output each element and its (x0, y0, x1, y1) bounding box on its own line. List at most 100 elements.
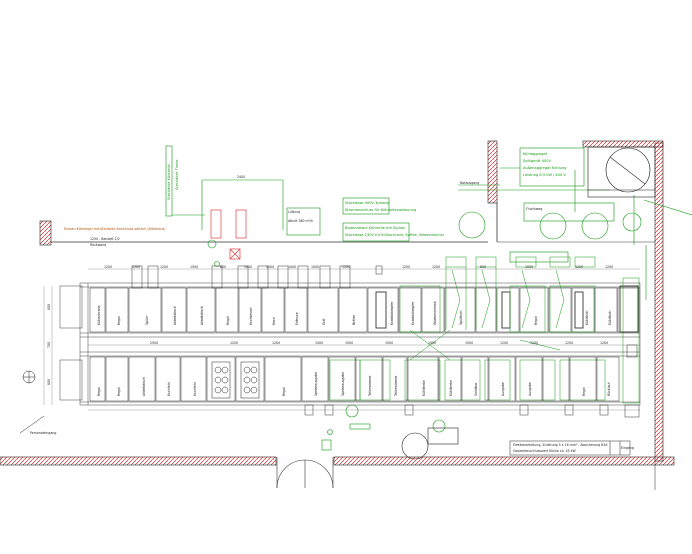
drain-circle (401, 427, 459, 460)
dim-top: 1500 (190, 265, 198, 269)
dim-mid: 1500 (428, 341, 436, 345)
green-equipment-overlay (329, 256, 640, 404)
top-equipment-row (89, 265, 640, 333)
red-marker (210, 209, 247, 260)
bottom-right-note-1: Elektroverteilung, Zuleitung 5 x 16 mm² … (513, 443, 608, 447)
vertical-note-mid: Steckdose Theke (175, 159, 179, 190)
dim-top: 1000 (266, 265, 274, 269)
top-item-label: Arbeitstisch (200, 306, 204, 325)
bottom-item-label: Regal (282, 387, 286, 396)
left-label: Rückwand (90, 243, 106, 247)
bottom-item-label: Regal (582, 387, 586, 396)
dim-top: 1200 (575, 265, 583, 269)
bottom-item-label: Ausgabe (501, 382, 505, 396)
wall-left-stub (39, 220, 52, 246)
dim-mid: 1500 (345, 341, 353, 345)
dim-top: 1200 (132, 265, 140, 269)
dim-top: 1200 (342, 265, 350, 269)
dim-top: 1200 (432, 265, 440, 269)
bottom-item-label: Ausgabe (528, 382, 532, 396)
dim-top: 800 (220, 265, 226, 269)
dim-mid: 1500 (385, 341, 393, 345)
dim-mid: 1500 (315, 341, 323, 345)
dim-top: 1200 (104, 265, 112, 269)
cooktops (211, 361, 260, 399)
dim-mid: 1200 (530, 341, 538, 345)
note-box-a: Lüftung (288, 210, 300, 214)
dim-top: 1000 (288, 265, 296, 269)
top-item-label: Regal (534, 316, 538, 325)
top-item-label: Regal (226, 316, 230, 325)
top-item-label: Kombidämpfer (390, 301, 394, 325)
dim-mid: 1200 (500, 341, 508, 345)
right-note-3: Außenaggregat Kühlung (523, 166, 566, 170)
center-note-1: Steckdose 400V 3phasig (345, 201, 389, 205)
top-span-dim: 2400 (237, 175, 245, 179)
bottom-item-label: Kochfeld (167, 382, 171, 396)
top-item-label: Kühltisch (585, 311, 589, 325)
top-item-label: Arbeitstisch (173, 306, 177, 325)
dim-left: 700 (47, 342, 51, 348)
dim-top: 1200 (605, 265, 613, 269)
bottom-right-tag: Eingang (621, 446, 634, 450)
wall-top-right (582, 140, 664, 148)
bottom-row-labels: Regal Regal Arbeitstisch Kochfeld Kochfe… (97, 372, 611, 397)
left-dim-label: 1250 - Bankett 1/2 (90, 237, 120, 241)
bottom-item-label: Speiseausgabe (314, 372, 318, 396)
top-item-label: Regal (117, 316, 121, 325)
top-item-label: Friteuse (295, 312, 299, 325)
dim-mid: 1200 (272, 341, 280, 345)
top-item-label: Kühlschrank (97, 305, 101, 325)
bottom-item-label: Tellerwärmer (368, 375, 372, 397)
electrical-box (509, 440, 656, 490)
wall-bottom-left (0, 456, 277, 466)
dimension-lines (43, 268, 640, 411)
bottom-item-label: Regal (97, 387, 101, 396)
condenser-unit (587, 146, 656, 198)
dim-left: 800 (47, 304, 51, 310)
bottom-item-label: Speiseausgabe (341, 372, 345, 396)
kitchen-frame (59, 282, 641, 406)
note-box-b: Abluft 380 m³/h (288, 219, 313, 223)
bottom-item-label: Kühltheke (422, 380, 426, 396)
top-item-label: Spüle (145, 316, 149, 325)
walls (0, 140, 675, 466)
top-item-label: Wärmeschrank (433, 301, 437, 325)
wall-bottom-right (333, 456, 675, 466)
right-note-2: Splitgerät 400V (523, 159, 552, 163)
dim-top: 1200 (160, 265, 168, 269)
top-item-label: Kochkessel (249, 307, 253, 325)
center-note-2: Stromanschluss für Kühlzellenabtauung (345, 208, 416, 212)
top-item-label: Grill (322, 318, 326, 325)
bottom-item-label: Arbeitstisch (142, 377, 146, 396)
top-row-labels: Kühlschrank Regal Spüle Arbeitstisch Arb… (97, 301, 612, 325)
bottom-left-note: Personaleingang (30, 431, 56, 435)
entrance-door (276, 457, 334, 489)
top-item-label: Kombidämpfer (411, 301, 415, 325)
dim-mid: 1200 (230, 341, 238, 345)
wall-right (654, 142, 664, 462)
bottom-item-label: Kühltheke (449, 380, 453, 396)
top-item-label: Herd (272, 317, 276, 325)
wall-right-column (487, 140, 498, 204)
dim-mid: 1200 (600, 341, 608, 345)
bottom-item-label: Rücklauf (607, 381, 611, 396)
bottom-item-label: Tellerwärmer (394, 375, 398, 397)
green-annotations (165, 145, 692, 451)
center-note-4: Steckdose 230V für Kühlschrank, Kaffee, … (345, 233, 445, 237)
vertical-note-left: Steckdose Kühlzelle (167, 164, 171, 200)
bottom-equipment-row (89, 356, 620, 402)
legend-2: Fluchtweg (526, 207, 542, 211)
bottom-item-label: Kochfeld (193, 382, 197, 396)
column-markers (304, 344, 640, 418)
right-note-1: Kühlaggregat (523, 152, 548, 156)
dim-mid: 1500 (465, 341, 473, 345)
top-item-label: Kühltisch (608, 311, 612, 325)
dim-left: 800 (47, 379, 51, 385)
top-item-label: Bräter (352, 314, 356, 325)
dim-mid: 2500 (150, 341, 158, 345)
dim-top: 1200 (402, 265, 410, 269)
dim-top: 1000 (525, 265, 533, 269)
legend-1: Notausgang (460, 181, 479, 185)
